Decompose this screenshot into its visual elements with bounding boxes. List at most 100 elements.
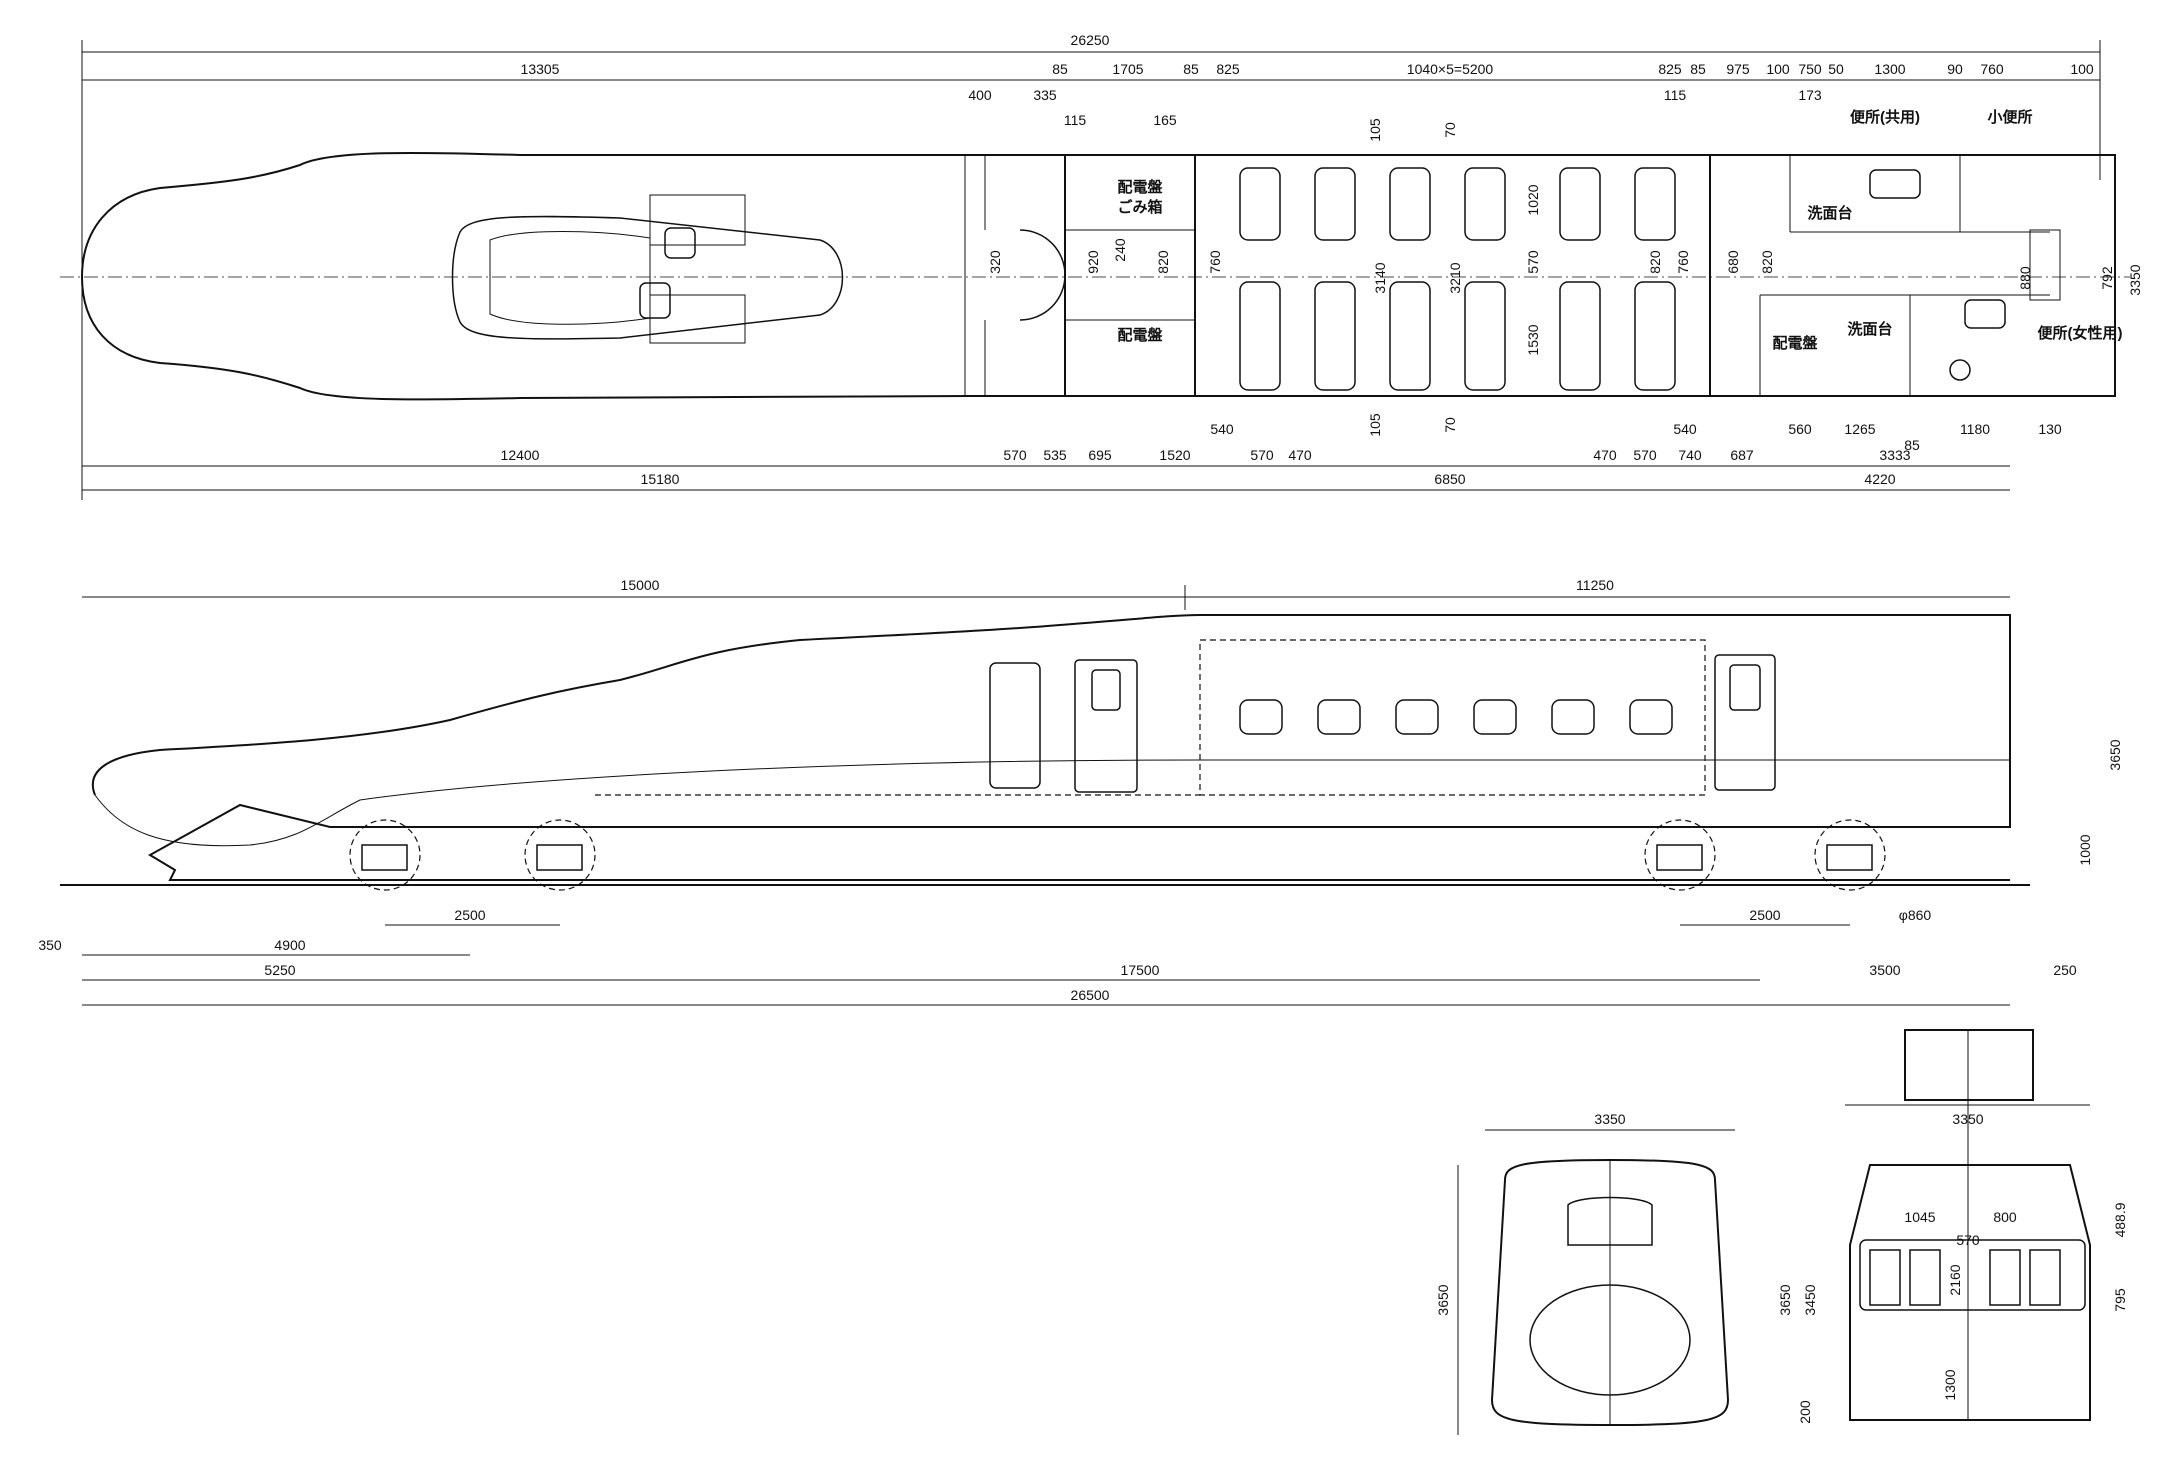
svg-text:820: 820 (1759, 250, 1775, 274)
svg-text:760: 760 (1980, 61, 2004, 77)
room-label-panel-trash: 配電盤 (1117, 178, 1163, 196)
svg-text:750: 750 (1798, 61, 1822, 77)
svg-text:400: 400 (968, 87, 992, 103)
svg-text:570: 570 (1250, 447, 1274, 463)
side-elevation: 15000 11250 2500 2500 φ8 (38, 577, 2123, 1006)
svg-text:740: 740 (1678, 447, 1702, 463)
svg-text:15180: 15180 (641, 471, 680, 487)
seat-block (1314, 281, 1356, 391)
svg-text:795: 795 (2112, 1288, 2128, 1312)
svg-text:792: 792 (2099, 266, 2115, 290)
svg-text:173: 173 (1798, 87, 1822, 103)
room-label-panel-right: 配電盤 (1772, 334, 1818, 352)
svg-text:ごみ箱: ごみ箱 (1117, 198, 1162, 216)
svg-text:240: 240 (1112, 238, 1128, 262)
svg-text:100: 100 (2070, 61, 2094, 77)
svg-text:488.9: 488.9 (2112, 1202, 2128, 1237)
svg-text:3210: 3210 (1447, 262, 1463, 293)
svg-text:920: 920 (1085, 250, 1101, 274)
svg-text:3500: 3500 (1869, 962, 1900, 978)
svg-text:1300: 1300 (1942, 1369, 1958, 1400)
svg-text:687: 687 (1730, 447, 1754, 463)
svg-text:570: 570 (1003, 447, 1027, 463)
svg-text:825: 825 (1658, 61, 1682, 77)
dim-total-length: 26500 (1071, 987, 1110, 1003)
svg-text:560: 560 (1788, 421, 1812, 437)
svg-text:570: 570 (1633, 447, 1657, 463)
svg-text:85: 85 (1690, 61, 1706, 77)
svg-text:800: 800 (1993, 1209, 2017, 1225)
svg-text:105: 105 (1367, 413, 1383, 437)
plan-view: 配電盤 ごみ箱 配電盤 便所(共用) 小便所 洗面台 洗面台 配電盤 便所(女性… (60, 32, 2143, 500)
room-label-panel: 配電盤 (1117, 326, 1163, 344)
room-label-toilet-women: 便所(女性用) (2038, 324, 2123, 342)
seat-block (1389, 281, 1431, 391)
svg-text:1180: 1180 (1960, 421, 1990, 437)
svg-text:470: 470 (1593, 447, 1617, 463)
dim-body-section: 11250 (1576, 577, 1614, 593)
seat-block (1634, 167, 1676, 241)
svg-text:105: 105 (1367, 118, 1383, 142)
dim-nose-to-door: 13305 (521, 61, 560, 77)
svg-text:975: 975 (1726, 61, 1750, 77)
svg-text:3650: 3650 (1777, 1284, 1793, 1315)
svg-text:570: 570 (1956, 1232, 1980, 1248)
svg-text:85: 85 (1052, 61, 1068, 77)
seat-block (1464, 167, 1506, 241)
svg-text:200: 200 (1797, 1400, 1813, 1424)
side-window (1473, 699, 1517, 735)
svg-text:3450: 3450 (1802, 1284, 1818, 1315)
svg-text:2500: 2500 (454, 907, 485, 923)
svg-text:1530: 1530 (1525, 324, 1541, 355)
svg-text:4900: 4900 (274, 937, 305, 953)
side-door-3 (1714, 654, 1776, 791)
side-door-2 (1074, 659, 1138, 793)
side-door-1 (989, 662, 1041, 789)
svg-text:2500: 2500 (1749, 907, 1780, 923)
svg-text:100: 100 (1766, 61, 1790, 77)
svg-text:1000: 1000 (2077, 834, 2093, 865)
dim-front-width: 3350 (1594, 1111, 1625, 1127)
svg-text:12400: 12400 (501, 447, 540, 463)
svg-text:1265: 1265 (1844, 421, 1875, 437)
svg-text:90: 90 (1947, 61, 1963, 77)
svg-text:540: 540 (1673, 421, 1697, 437)
svg-text:570: 570 (1525, 250, 1541, 274)
seat-rows (1239, 167, 1676, 391)
side-window (1551, 699, 1595, 735)
svg-text:250: 250 (2053, 962, 2077, 978)
seat-block (1389, 167, 1431, 241)
seat-block (1559, 167, 1601, 241)
svg-text:820: 820 (1647, 250, 1663, 274)
svg-text:85: 85 (1183, 61, 1199, 77)
room-label-urinal: 小便所 (1987, 108, 2032, 126)
svg-text:φ860: φ860 (1899, 907, 1932, 923)
side-windows (1239, 699, 1673, 735)
room-label-washstand-1: 洗面台 (1807, 204, 1852, 222)
svg-text:535: 535 (1043, 447, 1067, 463)
svg-text:1705: 1705 (1112, 61, 1143, 77)
cross-section: 3350 1045 800 570 488.9 2160 795 3450 36… (1777, 1029, 2128, 1424)
svg-text:760: 760 (1207, 250, 1223, 274)
svg-text:70: 70 (1442, 122, 1458, 138)
side-window (1629, 699, 1673, 735)
seat-block (1314, 167, 1356, 241)
svg-text:320: 320 (987, 250, 1003, 274)
room-label-toilet-shared: 便所(共用) (1850, 108, 1920, 126)
svg-text:115: 115 (1064, 112, 1087, 128)
svg-text:4220: 4220 (1864, 471, 1895, 487)
svg-text:820: 820 (1155, 250, 1171, 274)
dim-front-height: 3650 (1435, 1284, 1451, 1315)
dim-nose-section: 15000 (621, 577, 660, 593)
side-window (1395, 699, 1439, 735)
svg-text:825: 825 (1216, 61, 1240, 77)
svg-text:50: 50 (1828, 61, 1844, 77)
svg-text:130: 130 (2038, 421, 2062, 437)
seat-block (1559, 281, 1601, 391)
seat-block (1464, 281, 1506, 391)
svg-text:1520: 1520 (1159, 447, 1190, 463)
svg-text:3333: 3333 (1879, 447, 1910, 463)
seat-block (1239, 281, 1281, 391)
svg-text:6850: 6850 (1434, 471, 1465, 487)
